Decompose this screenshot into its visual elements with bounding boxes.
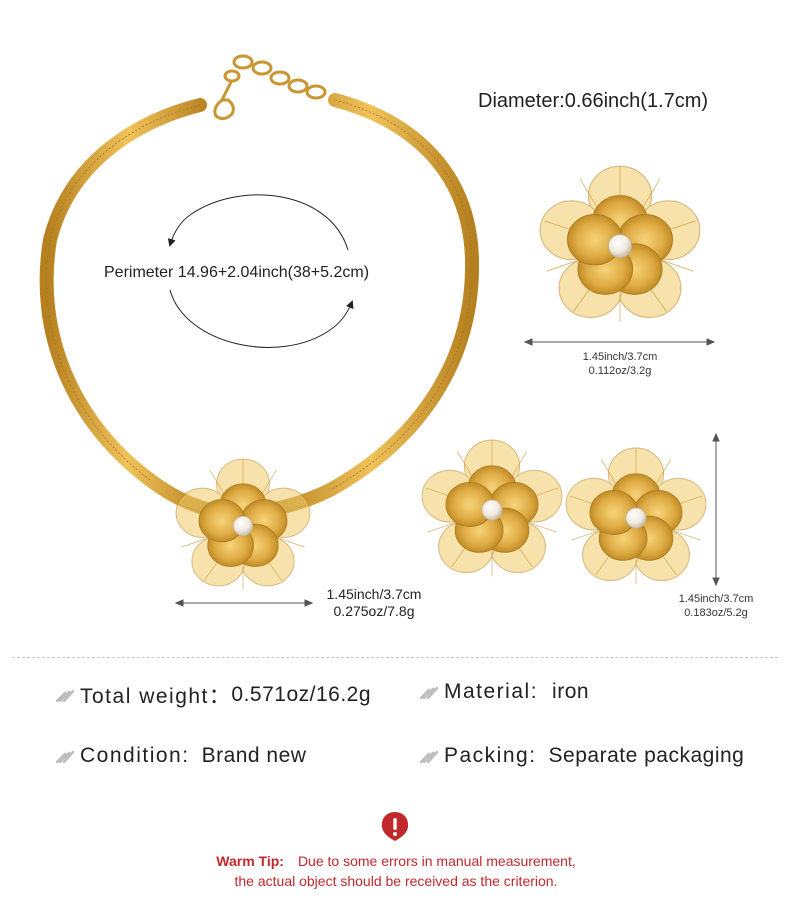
- spec-value: 0.571oz/16.2g: [231, 683, 372, 706]
- spec-packing: Packing: Separate packaging: [420, 744, 744, 768]
- ring-dimensions: 1.45inch/3.7cm 0.112oz/3.2g: [560, 350, 680, 378]
- warm-tip: Warm Tip: Due to some errors in manual me…: [0, 851, 792, 891]
- quill-icon: [56, 689, 74, 702]
- earring-weight: 0.183oz/5.2g: [684, 607, 748, 619]
- earring-dimension-line: [712, 432, 720, 587]
- perimeter-arrow-bottom: [169, 289, 354, 348]
- earring-dimensions: 1.45inch/3.7cm 0.183oz/5.2g: [658, 592, 774, 620]
- necklace-chain: [39, 93, 480, 517]
- pendant-dimension-line: [174, 599, 314, 607]
- ring-size: 1.45inch/3.7cm: [582, 351, 658, 363]
- earring-size: 1.45inch/3.7cm: [678, 593, 754, 605]
- spec-value: Brand new: [201, 744, 307, 767]
- warm-tip-line1: Warm Tip: Due to some errors in manual me…: [0, 851, 792, 871]
- ring-weight: 0.112oz/3.2g: [588, 365, 652, 377]
- spec-label: Packing:: [444, 744, 537, 767]
- section-divider: [12, 657, 778, 658]
- earring-left: [421, 439, 563, 577]
- pendant-weight: 0.275oz/7.8g: [333, 603, 415, 619]
- ring-dimension-line: [523, 338, 716, 346]
- warning-icon: [381, 812, 409, 841]
- perimeter-label: Perimeter 14.96+2.04inch(38+5.2cm): [104, 264, 370, 281]
- perimeter-arrow-top: [167, 194, 349, 251]
- ring-flower: [539, 165, 701, 323]
- spec-label: Condition:: [80, 744, 190, 767]
- spec-label: Material:: [444, 680, 539, 703]
- pendant-size: 1.45inch/3.7cm: [326, 586, 422, 602]
- spec-material: Material: iron: [420, 680, 589, 704]
- earring-right: [565, 447, 707, 585]
- diameter-label: Diameter:0.66inch(1.7cm): [478, 90, 709, 112]
- extender-chain: [213, 54, 327, 121]
- spec-total-weight: Total weight： 0.571oz/16.2g: [56, 680, 371, 710]
- quill-icon: [420, 686, 438, 699]
- quill-icon: [420, 750, 438, 763]
- quill-icon: [56, 750, 74, 763]
- warm-tip-title: Warm Tip:: [216, 853, 284, 869]
- spec-value: iron: [552, 680, 590, 703]
- spec-value: Separate packaging: [548, 744, 745, 767]
- pendant-dimensions: 1.45inch/3.7cm 0.275oz/7.8g: [304, 586, 444, 620]
- warm-tip-text2: the actual object should be received as …: [234, 873, 558, 889]
- warm-tip-text1: Due to some errors in manual measurement…: [297, 853, 576, 869]
- pendant-flower: [175, 458, 311, 590]
- spec-condition: Condition: Brand new: [56, 744, 306, 768]
- spec-label: Total weight：: [80, 685, 232, 708]
- product-artwork: [39, 54, 720, 607]
